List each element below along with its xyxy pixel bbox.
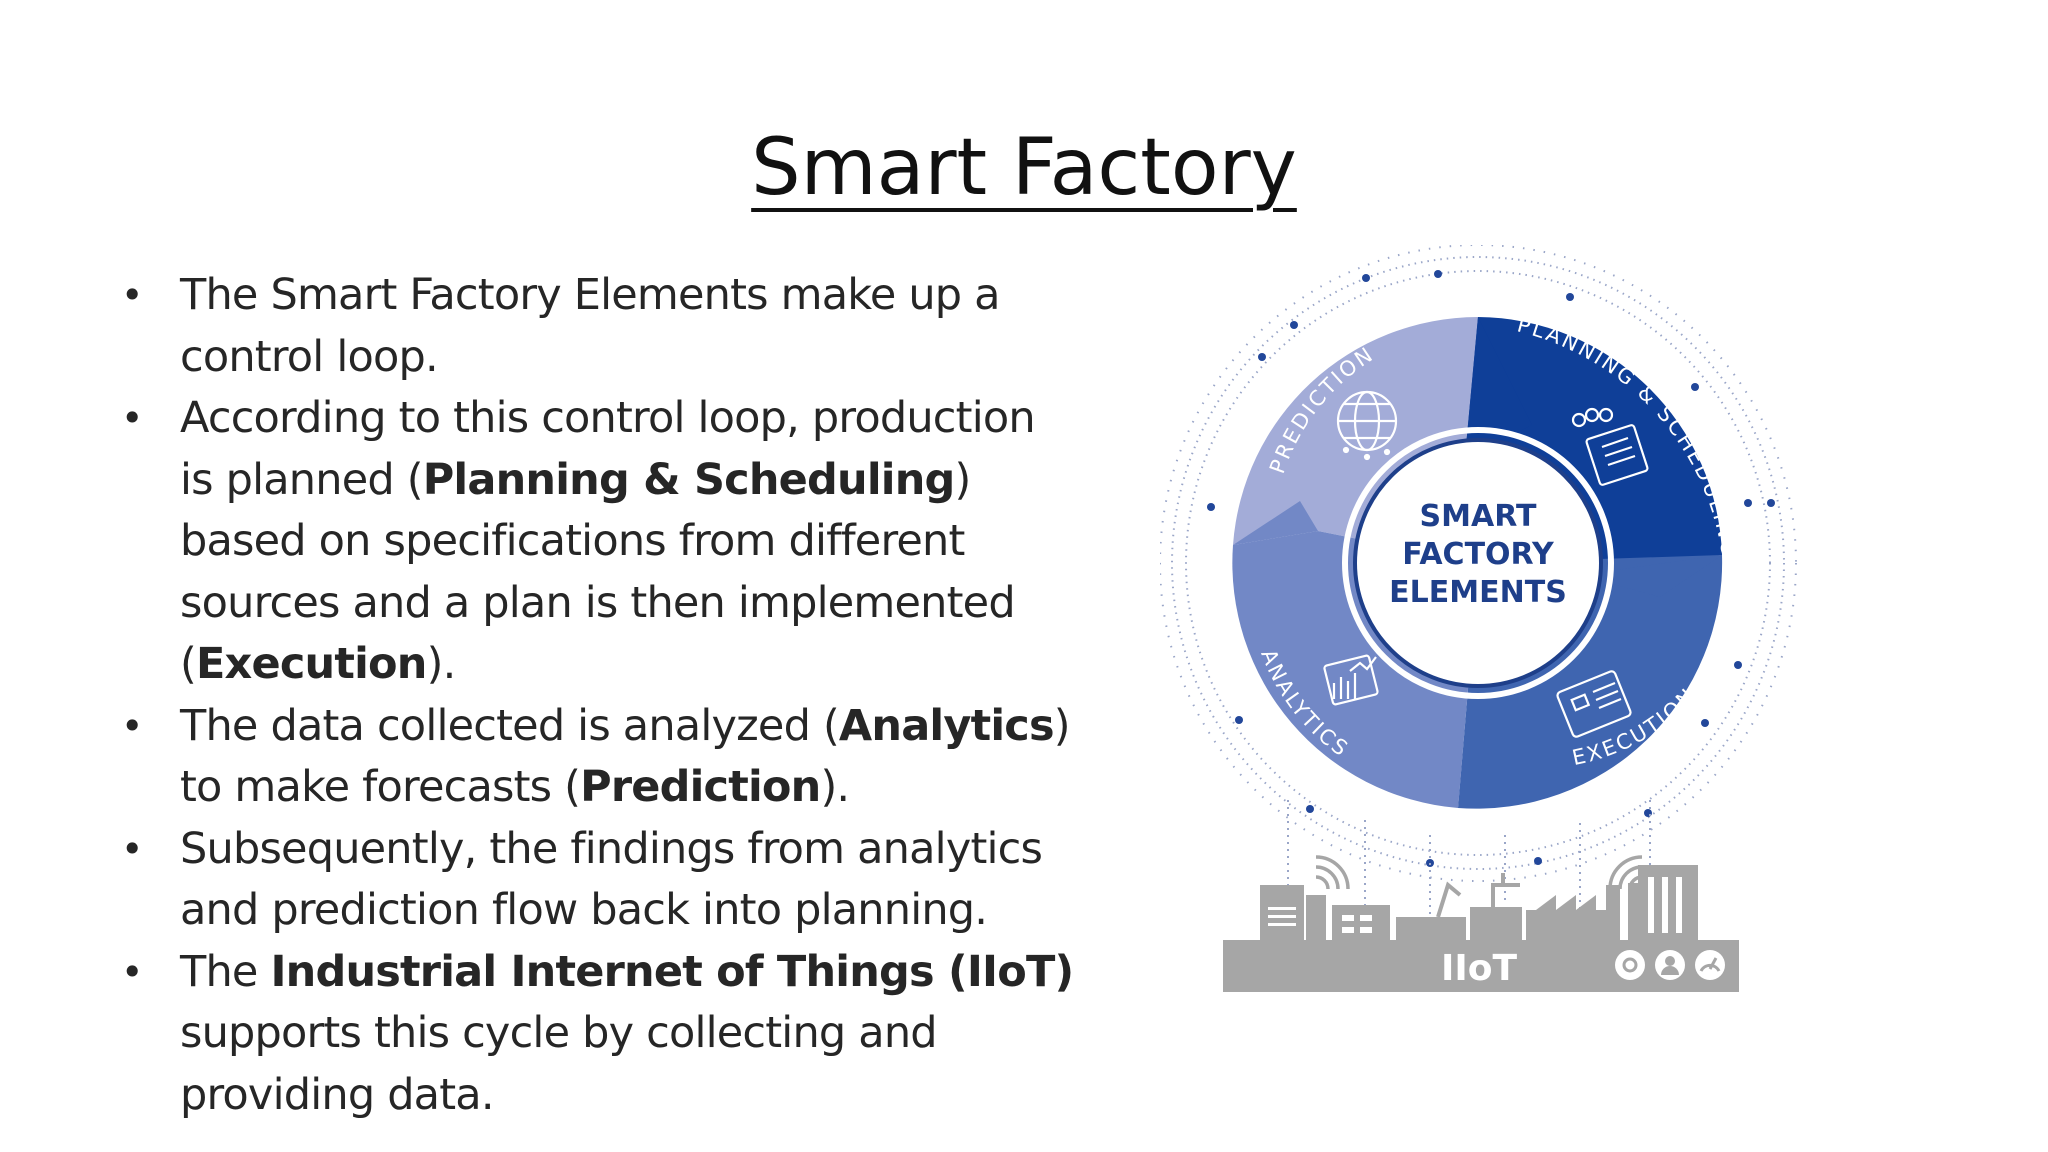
bullet-list: • The Smart Factory Elements make up a c… [117,265,1077,1126]
schedule-screen-icon [1571,407,1649,486]
iiot-label: IIoT [1441,948,1518,989]
chevron-accent [1465,317,1532,457]
analytics-chart-icon [1323,654,1379,706]
smart-factory-diagram: SMART FACTORY ELEMENTS PREDICTION PLANNI… [1160,245,1800,1005]
bullet-marker: • [121,273,143,317]
chevron-accent [1580,555,1722,597]
bullet-bold-text: Prediction [580,762,821,812]
bullet-text: Subsequently, the findings from analytic… [180,823,1043,936]
wifi-icon [1315,855,1350,890]
bullet-item: • The Industrial Internet of Things (IIo… [117,942,1077,1127]
bullet-bold-text: Industrial Internet of Things (IIoT) [270,946,1074,997]
dotted-rings [1160,245,1797,882]
bullet-item: • The Smart Factory Elements make up a c… [117,265,1077,388]
bullet-item: • According to this control loop, produc… [117,388,1077,696]
bullet-marker: • [121,949,143,994]
bullet-text: ) to make forecasts ( [180,700,1071,813]
gauge-icon [1695,950,1725,980]
bullet-text: According to this control loop, producti… [180,393,1036,505]
center-circle [1353,438,1603,688]
bullet-marker: • [121,703,143,748]
bullet-bold-text: Execution [195,639,427,689]
slide-title: Smart Factory [751,123,1297,213]
bullet-text: supports this cycle by collecting and pr… [180,1008,938,1120]
bullet-marker: • [121,826,143,871]
bullet-text: ). [426,639,457,689]
ring-dots [1207,270,1775,867]
bullet-text: ). [820,762,850,812]
chevron-accent [1233,501,1318,545]
execution-tablet-icon [1556,670,1632,738]
bullet-text: The data collected is analyzed ( [180,700,840,751]
chevron-accent [1418,665,1470,808]
bullet-bold-text: Planning & Scheduling [422,454,956,505]
bullet-item: • The data collected is analyzed (Analyt… [117,696,1077,819]
bullet-text: ) based on specifications from different… [180,454,1016,690]
center-label-line1: SMART [1420,499,1537,534]
center-label-line2: FACTORY [1402,537,1555,572]
factory-windows [1268,877,1682,933]
bullet-bold-text: Analytics [838,700,1055,751]
wifi-icon [1608,855,1643,890]
bullet-item: • Subsequently, the findings from analyt… [117,819,1077,942]
bullet-marker: • [121,396,143,440]
bullet-text: control loop. [180,331,439,382]
bullet-text: The [180,946,271,997]
center-label-line3: ELEMENTS [1389,575,1567,610]
user-icon [1655,950,1685,980]
globe-network-icon [1336,390,1398,461]
bullet-text: The Smart Factory Elements make up a [180,270,1001,320]
settings-icon [1615,950,1645,980]
